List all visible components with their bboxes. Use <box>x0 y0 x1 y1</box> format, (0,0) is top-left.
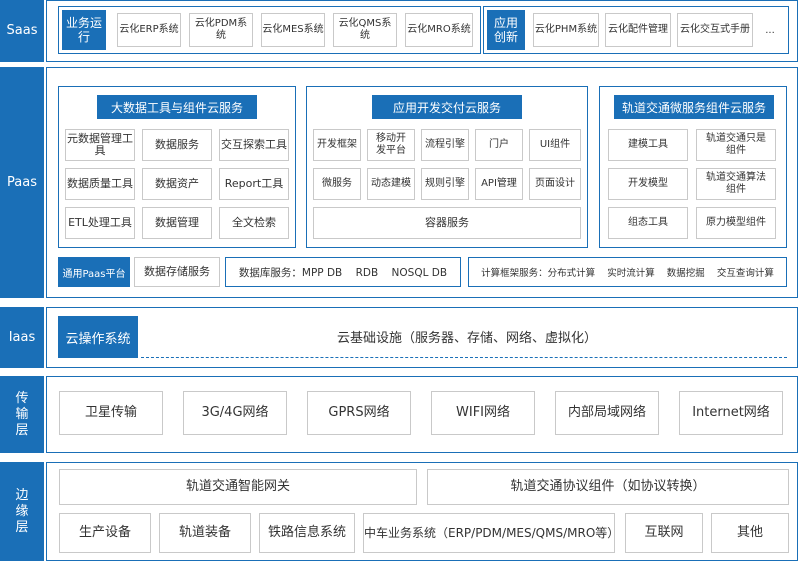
edge-source: 其他 <box>711 513 789 553</box>
transport-side-label: 传输层 <box>0 376 44 453</box>
edge-source: 轨道装备 <box>159 513 251 553</box>
appdev-item: API管理 <box>475 168 523 200</box>
innovation-item: 云化配件管理 <box>605 13 671 47</box>
saas-ops-group: 业务运行 云化ERP系统 云化PDM系统 云化MES系统 云化QMS系统 云化M… <box>58 6 481 54</box>
transport-item: 3G/4G网络 <box>183 391 287 435</box>
transport-item: WIFI网络 <box>431 391 535 435</box>
bigdata-item: 全文检索 <box>219 207 289 239</box>
appdev-group: 应用开发交付云服务 开发框架 移动开发平台 流程引擎 门户 UI组件 微服务 动… <box>306 86 588 248</box>
edge-source: 中车业务系统（ERP/PDM/MES/QMS/MRO等） <box>363 513 619 553</box>
bigdata-title: 大数据工具与组件云服务 <box>97 95 257 119</box>
ops-item: 云化PDM系统 <box>189 13 253 47</box>
cloud-infrastructure: 云基础设施（服务器、存储、网络、虚拟化） <box>336 330 597 346</box>
saas-side-label: Saas <box>0 0 44 62</box>
innovation-label: 应用创新 <box>487 10 525 50</box>
bigdata-item: 元数据管理工具 <box>65 129 135 161</box>
transport-item: 卫星传输 <box>59 391 163 435</box>
appdev-item: 动态建模 <box>367 168 415 200</box>
bigdata-item: 数据服务 <box>142 129 212 161</box>
container-service: 容器服务 <box>313 207 581 239</box>
rail-item: 开发模型 <box>608 168 688 200</box>
innovation-item: 云化PHM系统 <box>533 13 599 47</box>
protocol-component: 轨道交通协议组件（如协议转换） <box>427 469 789 505</box>
bigdata-item: Report工具 <box>219 168 289 200</box>
bigdata-item: 交互探索工具 <box>219 129 289 161</box>
appdev-item: 移动开发平台 <box>367 129 415 161</box>
edge-source: 铁路信息系统 <box>259 513 355 553</box>
bigdata-item: 数据管理 <box>142 207 212 239</box>
appdev-item: UI组件 <box>529 129 581 161</box>
iaas-side-label: Iaas <box>0 307 44 368</box>
bigdata-item: 数据质量工具 <box>65 168 135 200</box>
rail-title: 轨道交通微服务组件云服务 <box>614 95 774 119</box>
ops-item: 云化MES系统 <box>261 13 325 47</box>
appdev-item: 流程引擎 <box>421 129 469 161</box>
paas-side-label: Paas <box>0 67 44 298</box>
ops-item: 云化QMS系统 <box>333 13 397 47</box>
rail-group: 轨道交通微服务组件云服务 建模工具 轨道交通只是组件 开发模型 轨道交通算法组件… <box>599 86 787 248</box>
rail-item: 轨道交通算法组件 <box>696 168 776 200</box>
appdev-item: 开发框架 <box>313 129 361 161</box>
smart-gateway: 轨道交通智能网关 <box>59 469 417 505</box>
edge-layer: 轨道交通智能网关 轨道交通协议组件（如协议转换） 生产设备 轨道装备 铁路信息系… <box>46 462 798 561</box>
innovation-more: ... <box>765 24 775 36</box>
rail-item: 轨道交通只是组件 <box>696 129 776 161</box>
bigdata-item: 数据资产 <box>142 168 212 200</box>
appdev-item: 微服务 <box>313 168 361 200</box>
db-service: 数据库服务：MPP DB RDB NOSQL DB <box>225 257 461 287</box>
ops-item: 云化MRO系统 <box>405 13 473 47</box>
transport-layer: 卫星传输 3G/4G网络 GPRS网络 WIFI网络 内部局域网络 Intern… <box>46 376 798 453</box>
edge-side-label: 边缘层 <box>0 462 44 561</box>
compute-service: 计算框架服务：分布式计算 实时流计算 数据挖掘 交互查询计算 <box>468 257 787 287</box>
iaas-layer: 云操作系统 云基础设施（服务器、存储、网络、虚拟化） <box>46 307 798 368</box>
transport-item: Internet网络 <box>679 391 783 435</box>
cloud-os: 云操作系统 <box>58 316 138 358</box>
ops-label: 业务运行 <box>62 10 106 50</box>
innovation-item: 云化交互式手册 <box>677 13 753 47</box>
paas-layer: 大数据工具与组件云服务 元数据管理工具 数据服务 交互探索工具 数据质量工具 数… <box>46 67 798 298</box>
rail-item: 原力模型组件 <box>696 207 776 239</box>
iaas-divider <box>141 357 787 358</box>
appdev-item: 规则引擎 <box>421 168 469 200</box>
paas-platform-label: 通用Paas平台 <box>58 257 130 287</box>
saas-layer: 业务运行 云化ERP系统 云化PDM系统 云化MES系统 云化QMS系统 云化M… <box>46 0 798 62</box>
appdev-item: 页面设计 <box>529 168 581 200</box>
appdev-item: 门户 <box>475 129 523 161</box>
storage-service: 数据存储服务 <box>134 257 220 287</box>
rail-item: 组态工具 <box>608 207 688 239</box>
bigdata-group: 大数据工具与组件云服务 元数据管理工具 数据服务 交互探索工具 数据质量工具 数… <box>58 86 296 248</box>
edge-source: 生产设备 <box>59 513 151 553</box>
transport-item: GPRS网络 <box>307 391 411 435</box>
appdev-title: 应用开发交付云服务 <box>372 95 522 119</box>
transport-item: 内部局域网络 <box>555 391 659 435</box>
edge-source: 互联网 <box>625 513 703 553</box>
saas-innovation-group: 应用创新 云化PHM系统 云化配件管理 云化交互式手册 ... <box>483 6 789 54</box>
bigdata-item: ETL处理工具 <box>65 207 135 239</box>
rail-item: 建模工具 <box>608 129 688 161</box>
ops-item: 云化ERP系统 <box>117 13 181 47</box>
